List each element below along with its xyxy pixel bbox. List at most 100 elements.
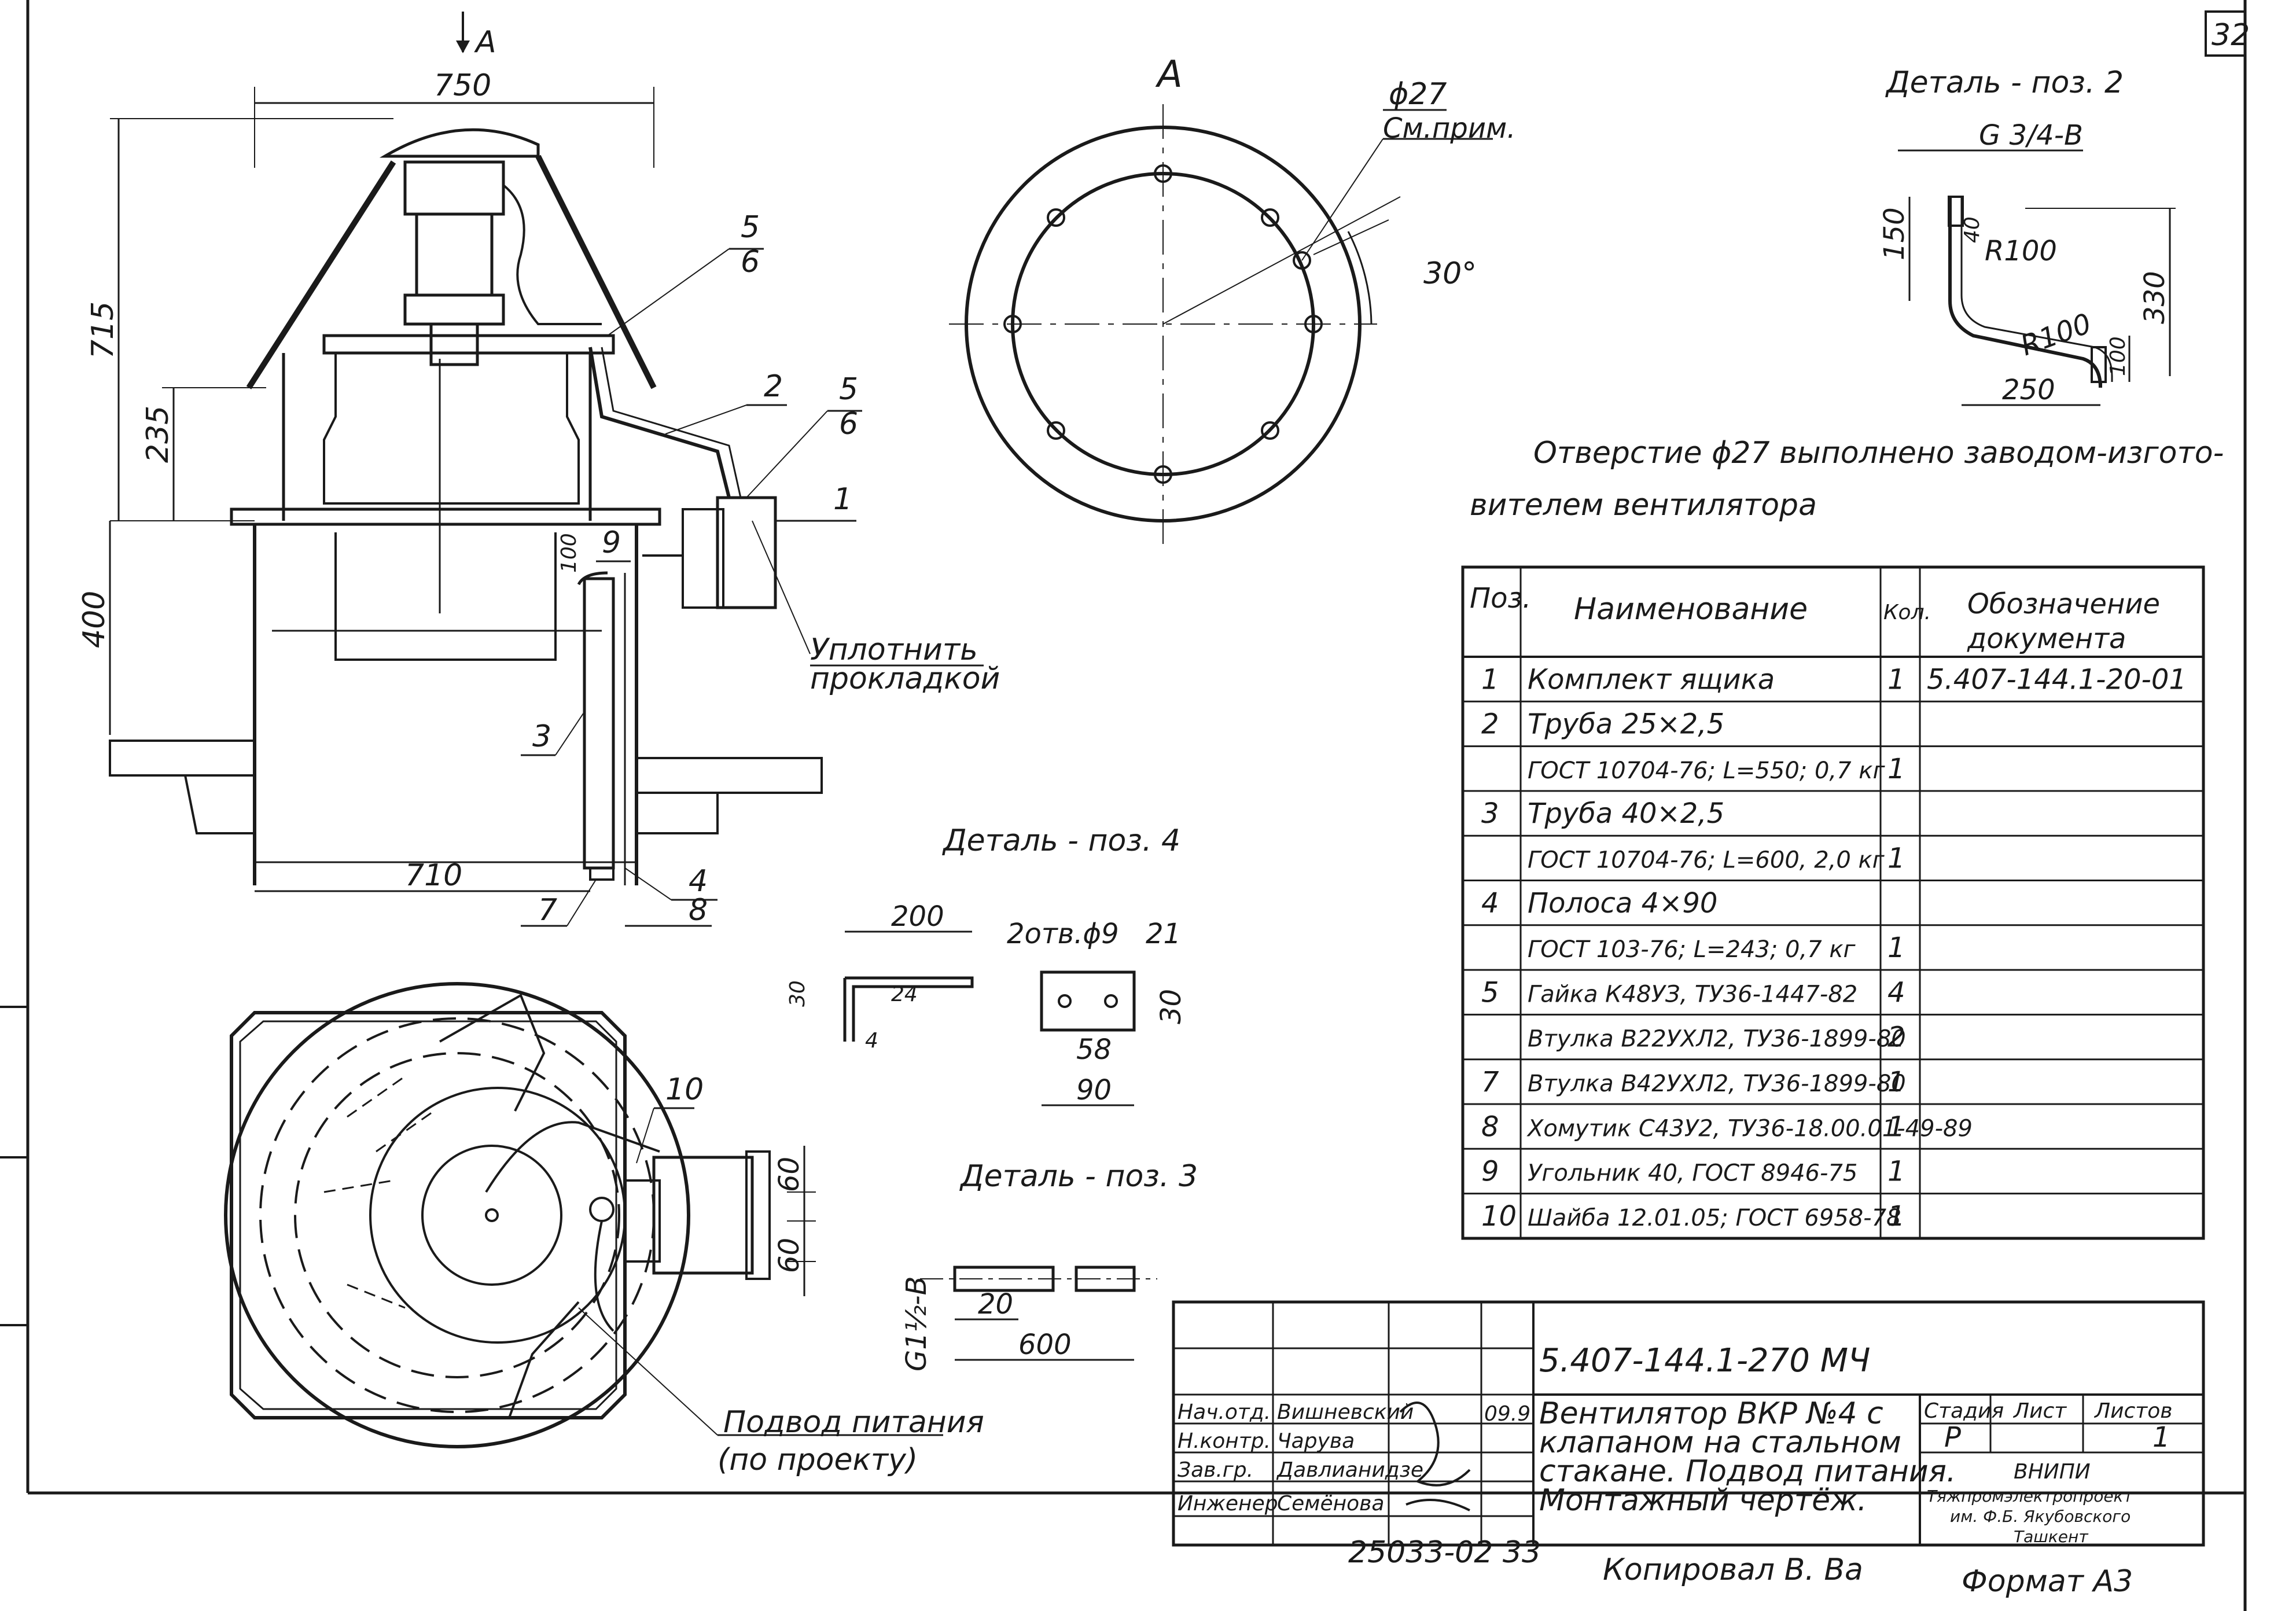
signature-scribble bbox=[1399, 1402, 1471, 1511]
spec-row-pos: 3 bbox=[1481, 797, 1499, 830]
org-line2: Тяжпромэлектропроект bbox=[1927, 1487, 2133, 1506]
title-line3: стакане. Подвод питания. bbox=[1539, 1454, 1956, 1489]
spec-row-qty: 2 bbox=[1887, 1021, 1905, 1054]
callout-1: 1 bbox=[833, 482, 852, 517]
detail-2-330: 330 bbox=[2139, 271, 2171, 324]
callout-5-mid: 5 bbox=[839, 372, 858, 407]
signature-role: Зав.гр. bbox=[1178, 1458, 1253, 1482]
signature-role: Инженер bbox=[1178, 1492, 1278, 1516]
detail-2-100: 100 bbox=[2106, 336, 2130, 376]
detail-2-r100a: R100 bbox=[1985, 235, 2057, 267]
title-line1: Вентилятор ВКР №4 с bbox=[1539, 1396, 1883, 1431]
bottom-strip: 25033-02 33 Копировал В. Ва Формат А3 bbox=[1348, 1535, 2133, 1599]
spec-row-name: Труба 25×2,5 bbox=[1528, 708, 1724, 741]
detail-pos-2: Деталь - поз. 2 G 3/4-В 150 40 R100 330 … bbox=[1878, 65, 2176, 406]
detail-2-40: 40 bbox=[1960, 216, 1984, 243]
plan-60a: 60 bbox=[773, 1157, 805, 1192]
sheets-value: 1 bbox=[2152, 1421, 2170, 1454]
callout-5-top: 5 bbox=[741, 210, 760, 245]
power-note-line1: Подвод питания bbox=[723, 1405, 984, 1440]
org-line1: ВНИПИ bbox=[2014, 1460, 2091, 1484]
plan-60b: 60 bbox=[773, 1238, 805, 1273]
detail-3-20: 20 bbox=[978, 1288, 1013, 1321]
callout-9: 9 bbox=[602, 525, 621, 560]
dim-715: 715 bbox=[86, 301, 120, 359]
spec-row-doc: 5.407-144.1-20-01 bbox=[1927, 663, 2187, 696]
spec-header-name: Наименование bbox=[1574, 592, 1808, 627]
spec-row-name: Комплект ящика bbox=[1528, 663, 1775, 696]
spec-row-pos: 10 bbox=[1481, 1200, 1517, 1233]
spec-row-name: Угольник 40, ГОСТ 8946-75 bbox=[1528, 1160, 1857, 1187]
detail-3-title: Деталь - поз. 3 bbox=[959, 1159, 1198, 1194]
detail-4-24: 24 bbox=[891, 983, 918, 1006]
callout-8: 8 bbox=[689, 893, 708, 928]
spec-row-qty: 4 bbox=[1887, 976, 1905, 1009]
spec-header-doc-line2: документа bbox=[1967, 623, 2126, 655]
stage-label: Стадия bbox=[1924, 1399, 2004, 1423]
date-value: 09.9 bbox=[1484, 1402, 1530, 1426]
seal-note-line2: прокладкой bbox=[810, 661, 1000, 696]
callout-6-mid: 6 bbox=[839, 407, 858, 442]
spec-row-name: Втулка В22УХЛ2, ТУ36-1899-80 bbox=[1528, 1026, 1906, 1053]
detail-4-title: Деталь - поз. 4 bbox=[942, 823, 1180, 858]
detail-3-600: 600 bbox=[1018, 1329, 1072, 1361]
detail-4-30: 30 bbox=[786, 980, 810, 1007]
callout-2: 2 bbox=[764, 369, 783, 404]
seal-note-line1: Уплотнить bbox=[810, 632, 978, 667]
detail-4-4: 4 bbox=[865, 1029, 878, 1053]
doc-code: 5.407-144.1-270 МЧ bbox=[1539, 1342, 1870, 1380]
title-block: 5.407-144.1-270 МЧ Вентилятор ВКР №4 с к… bbox=[1172, 1300, 2205, 1547]
spec-row-pos: 5 bbox=[1481, 976, 1499, 1009]
signature-name: Чарува bbox=[1277, 1429, 1355, 1453]
spec-row-name: Хомутик С43У2, ТУ36-18.00.01-49-89 bbox=[1526, 1115, 1973, 1142]
sheet-frame: 32 bbox=[0, 0, 2250, 1611]
spec-table-rows: 1 Комплект ящика 1 5.407-144.1-20-01 2 Труба … bbox=[1481, 663, 2187, 1233]
spec-row-qty: 1 bbox=[1887, 753, 1905, 785]
sheet-label: Лист bbox=[2012, 1399, 2067, 1423]
spec-row-qty: 1 bbox=[1887, 1156, 1905, 1188]
sheet-number: 32 bbox=[2212, 18, 2250, 53]
spec-row-qty: 1 bbox=[1887, 932, 1905, 964]
main-view: A 750 715 235 400 bbox=[77, 12, 1000, 928]
signature-rows: Нач.отд.ВишневскийН.контр.ЧаруваЗав.гр.Д… bbox=[1178, 1400, 1423, 1516]
spec-row-name: ГОСТ 103-76; L=243; 0,7 кг bbox=[1528, 936, 1856, 963]
spec-row-qty: 1 bbox=[1887, 1110, 1905, 1143]
callout-4: 4 bbox=[689, 864, 708, 899]
detail-3-thread: G1½-В bbox=[900, 1276, 933, 1371]
spec-header-doc-line1: Обозначение bbox=[1967, 588, 2160, 620]
detail-pos-4: Деталь - поз. 4 200 30 24 4 2отв.ϕ9 21 5… bbox=[786, 823, 1187, 1106]
dim-100-vertical: 100 bbox=[557, 533, 581, 573]
detail-4-200: 200 bbox=[891, 900, 944, 933]
spec-row-name: Полоса 4×90 bbox=[1528, 887, 1717, 919]
detail-2-150: 150 bbox=[1878, 207, 1911, 260]
view-a-title: A bbox=[1155, 53, 1183, 96]
hole-note-line1: Отверстие ϕ27 выполнено заводом-изгото- bbox=[1533, 436, 2224, 470]
spec-header-pos: Поз. bbox=[1470, 582, 1531, 615]
detail-pos-3: Деталь - поз. 3 G1½-В 20 600 bbox=[900, 1159, 1198, 1371]
format-label: Формат А3 bbox=[1962, 1564, 2133, 1599]
dim-710: 710 bbox=[405, 858, 462, 893]
title-line4: Монтажный чертёж. bbox=[1539, 1483, 1867, 1518]
spec-row-name: ГОСТ 10704-76; L=550; 0,7 кг bbox=[1528, 757, 1885, 784]
view-arrow-icon bbox=[456, 41, 470, 53]
hole-note-line2: вителем вентилятора bbox=[1470, 488, 1817, 523]
spec-row-pos: 9 bbox=[1481, 1156, 1499, 1188]
spec-row-pos: 8 bbox=[1481, 1110, 1499, 1143]
spec-row-name: Шайба 12.01.05; ГОСТ 6958-78 bbox=[1528, 1205, 1901, 1231]
title-line2: клапаном на стальном bbox=[1539, 1425, 1901, 1460]
org-line4: Ташкент bbox=[2014, 1527, 2088, 1546]
hole-icon bbox=[1058, 994, 1072, 1008]
spec-table: Поз. Наименование Кол. Обозначение докум… bbox=[1461, 565, 2205, 1240]
callout-3: 3 bbox=[532, 719, 551, 754]
dim-235: 235 bbox=[141, 406, 175, 463]
angle-30: 30° bbox=[1423, 256, 1477, 291]
copied-line: 25033-02 33 bbox=[1348, 1535, 1541, 1570]
spec-row-qty: 1 bbox=[1887, 663, 1905, 696]
callout-7: 7 bbox=[538, 893, 557, 928]
dim-400: 400 bbox=[77, 591, 112, 648]
spec-header-qty: Кол. bbox=[1883, 601, 1931, 624]
spec-row-name: Труба 40×2,5 bbox=[1528, 797, 1724, 830]
signature-role: Нач.отд. bbox=[1178, 1400, 1271, 1424]
detail-4-21: 21 bbox=[1146, 918, 1181, 950]
